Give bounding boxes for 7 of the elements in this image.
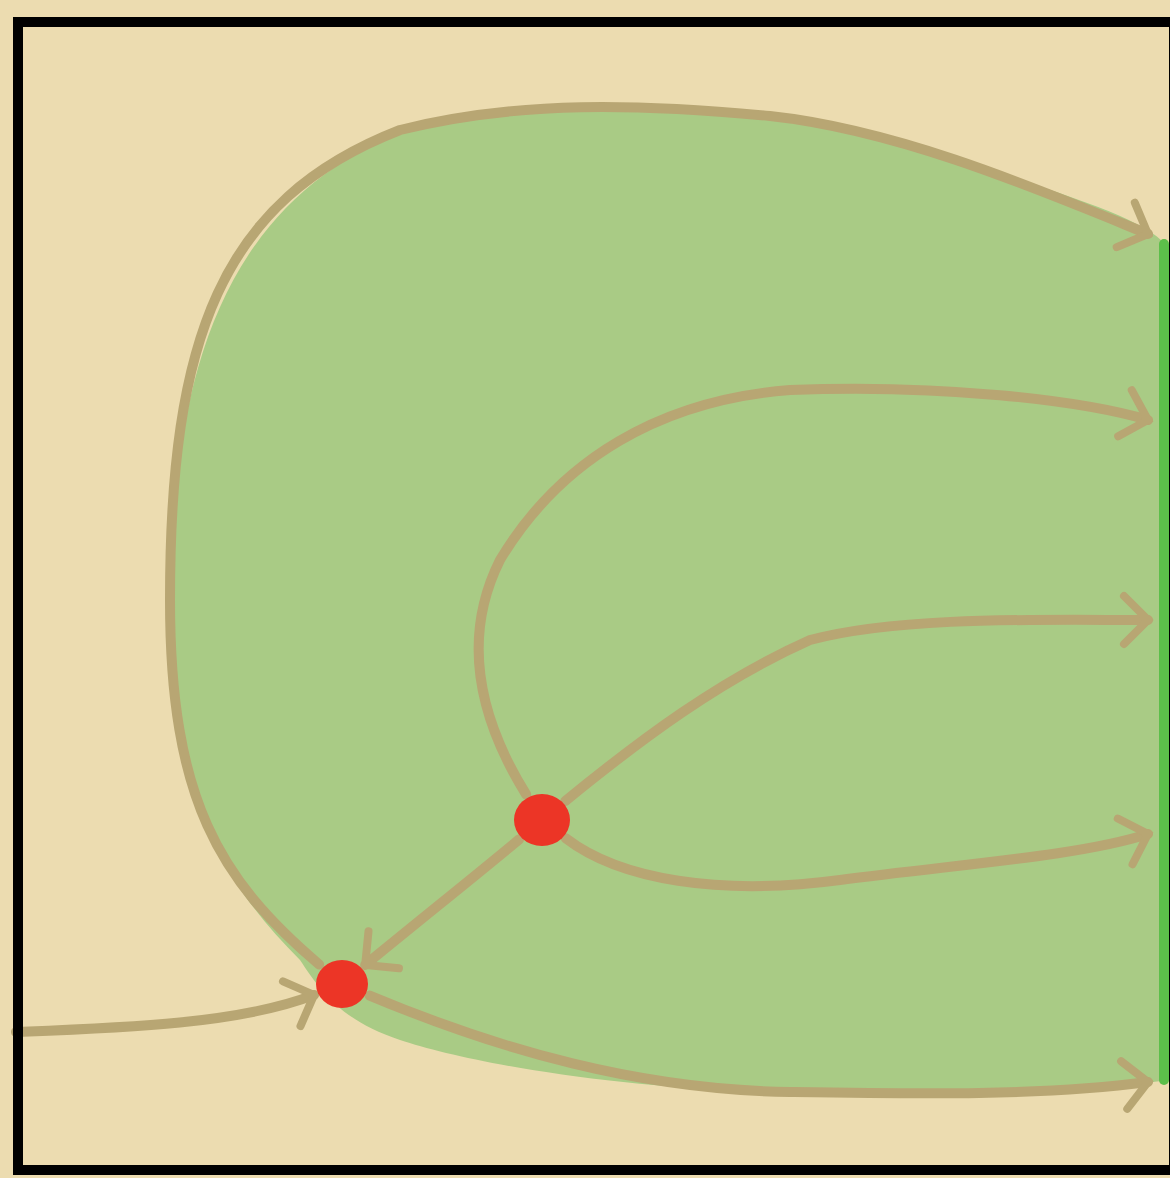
trajectory-arrow (360, 834, 525, 973)
trajectory-arrow (11, 976, 320, 1037)
trajectory-arrow (165, 102, 1153, 970)
trajectory-arrow (560, 591, 1153, 807)
trajectory-arrow (364, 990, 1153, 1113)
trajectory-arrow (560, 813, 1153, 892)
trajectory-arrow (473, 383, 1153, 800)
